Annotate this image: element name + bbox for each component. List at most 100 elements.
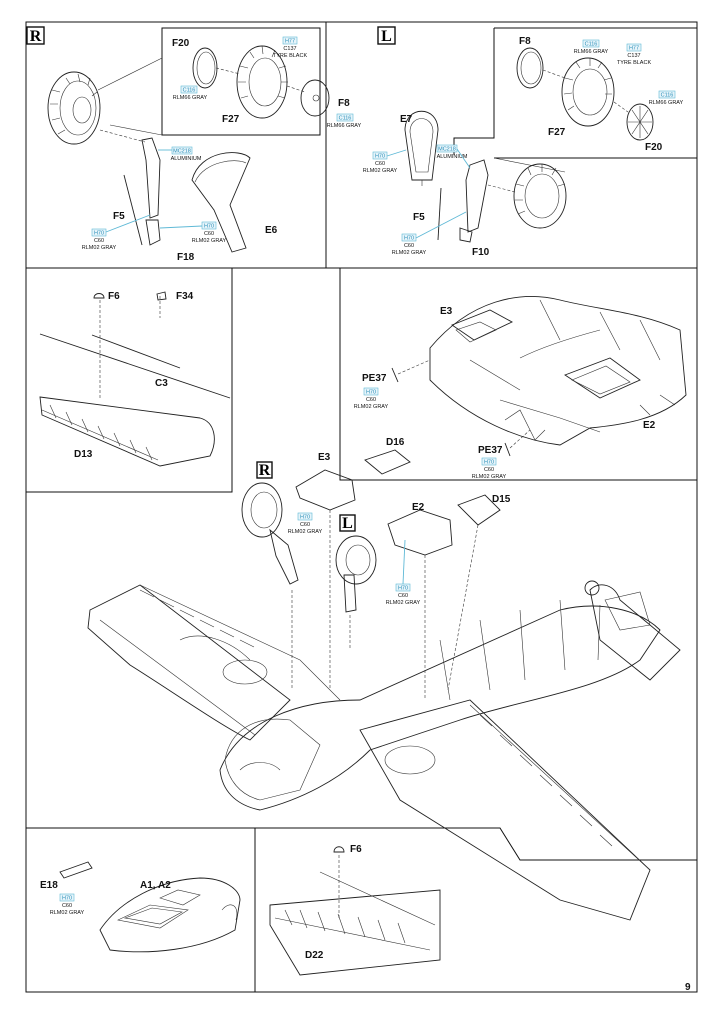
flap-part [269, 889, 441, 976]
badge-l-text: L [381, 28, 392, 45]
color-callout: H70 C60 RLM02 GRAY [50, 893, 85, 916]
aileron-part [39, 396, 215, 467]
part-e18 [59, 861, 93, 879]
part-label: D15 [492, 494, 511, 505]
svg-text:RLM02 GRAY: RLM02 GRAY [472, 474, 507, 480]
color-callout: H70 C60 RLM02 GRAY [392, 211, 467, 256]
badge-r-text: R [30, 28, 42, 45]
right-wing [359, 699, 651, 921]
part-label: F34 [176, 291, 194, 302]
part-label: D16 [386, 437, 405, 448]
divider [255, 827, 697, 861]
svg-text:RLM02 GRAY: RLM02 GRAY [363, 168, 398, 174]
svg-text:RLM02 GRAY: RLM02 GRAY [82, 245, 117, 251]
panel-flap: F6 D22 [269, 844, 441, 976]
svg-text:TYRE BLACK: TYRE BLACK [617, 60, 652, 66]
svg-text:C60: C60 [484, 467, 494, 473]
fuselage [219, 605, 661, 811]
svg-text:H70: H70 [484, 460, 494, 466]
page-frame [25, 21, 698, 993]
color-callout: H70 C60 RLM02 GRAY [472, 457, 507, 480]
gear-door [191, 152, 251, 253]
wheel-tyre [335, 535, 377, 585]
svg-text:H70: H70 [94, 231, 104, 237]
svg-text:H70: H70 [204, 224, 214, 230]
svg-text:MC218: MC218 [438, 147, 456, 153]
part-label: F5 [413, 212, 425, 223]
svg-text:H70: H70 [62, 896, 72, 902]
tail-plane [589, 584, 681, 681]
badge-l [339, 514, 356, 532]
panel-main-assembly: R L E3 D16 E2 D15 H70 C60 RLM02 GRAY [87, 437, 681, 921]
svg-text:RLM02 GRAY: RLM02 GRAY [354, 404, 389, 410]
svg-text:H70: H70 [404, 236, 414, 242]
part-label: F5 [113, 211, 125, 222]
color-callout: C116 RLM66 GRAY [574, 39, 609, 55]
wheel-inset [453, 28, 495, 155]
svg-text:C60: C60 [404, 243, 414, 249]
part-label: A1, A2 [140, 880, 171, 891]
wheel-tyre [241, 482, 283, 538]
svg-text:ALUMINIUM: ALUMINIUM [171, 156, 202, 162]
svg-text:RLM66 GRAY: RLM66 GRAY [649, 100, 684, 106]
color-callout: H70 C60 RLM02 GRAY [386, 539, 421, 606]
wheel-tyre [47, 71, 101, 145]
svg-text:RLM66 GRAY: RLM66 GRAY [574, 49, 609, 55]
divider [339, 268, 697, 481]
color-callout: C116 RLM66 GRAY [649, 90, 684, 106]
part-label: E3 [318, 452, 331, 463]
part-label: F10 [472, 247, 490, 258]
color-callout: H70 C60 RLM02 GRAY [159, 221, 227, 244]
page-number: 9 [685, 982, 691, 993]
gear-strut [141, 137, 161, 219]
badge-l [377, 26, 396, 45]
svg-text:C116: C116 [585, 42, 598, 48]
part-label: E3 [440, 306, 453, 317]
gear-door [404, 110, 439, 181]
part-label: E2 [412, 502, 425, 513]
color-callout: H70 C60 RLM02 GRAY [82, 214, 151, 251]
left-wing [87, 584, 291, 741]
svg-text:TYRE BLACK: TYRE BLACK [273, 53, 308, 59]
gear-cover [457, 494, 501, 526]
svg-text:ALUMINIUM: ALUMINIUM [437, 154, 468, 160]
part-label: F8 [519, 36, 531, 47]
part-label: F6 [108, 291, 120, 302]
svg-text:L: L [342, 515, 353, 532]
color-callout: MC218 ALUMINIUM [437, 144, 471, 169]
part-label: E2 [643, 420, 656, 431]
svg-text:H70: H70 [300, 515, 310, 521]
part-label: F20 [172, 38, 190, 49]
color-callout: H70 C60 RLM02 GRAY [354, 387, 389, 410]
svg-text:C60: C60 [366, 397, 376, 403]
svg-text:C60: C60 [398, 593, 408, 599]
wing-surface [429, 296, 687, 446]
part-label: PE37 [478, 445, 503, 456]
gear-cover [295, 469, 356, 511]
color-callout: H77 C137 TYRE BLACK [617, 43, 652, 66]
part-label: D13 [74, 449, 93, 460]
nose-cowl [99, 877, 241, 953]
svg-text:C116: C116 [661, 93, 674, 99]
panel-left-gear: L F8 E7 F27 F20 F5 F10 [363, 26, 697, 258]
part-label: D22 [305, 950, 324, 961]
svg-text:H70: H70 [398, 586, 408, 592]
part-label: E6 [265, 225, 278, 236]
svg-text:C60: C60 [62, 903, 72, 909]
panel-aileron: F6 F34 C3 D13 [39, 291, 231, 467]
svg-text:RLM02 GRAY: RLM02 GRAY [192, 238, 227, 244]
svg-text:C137: C137 [627, 53, 640, 59]
part-label: E7 [400, 114, 413, 125]
svg-text:C60: C60 [94, 238, 104, 244]
panel-nose: E18 A1, A2 H70 C60 RLM02 GRAY [40, 861, 241, 953]
svg-text:H77: H77 [285, 39, 295, 45]
svg-text:C116: C116 [183, 88, 196, 94]
badge-r [256, 461, 273, 479]
color-callout: H70 C60 RLM02 GRAY [363, 149, 407, 174]
part-label: F8 [338, 98, 350, 109]
svg-text:H70: H70 [366, 390, 376, 396]
color-callout: MC218 ALUMINIUM [158, 146, 202, 162]
panel-right-gear: R F20 F27 F8 F5 F18 E6 [26, 26, 362, 263]
